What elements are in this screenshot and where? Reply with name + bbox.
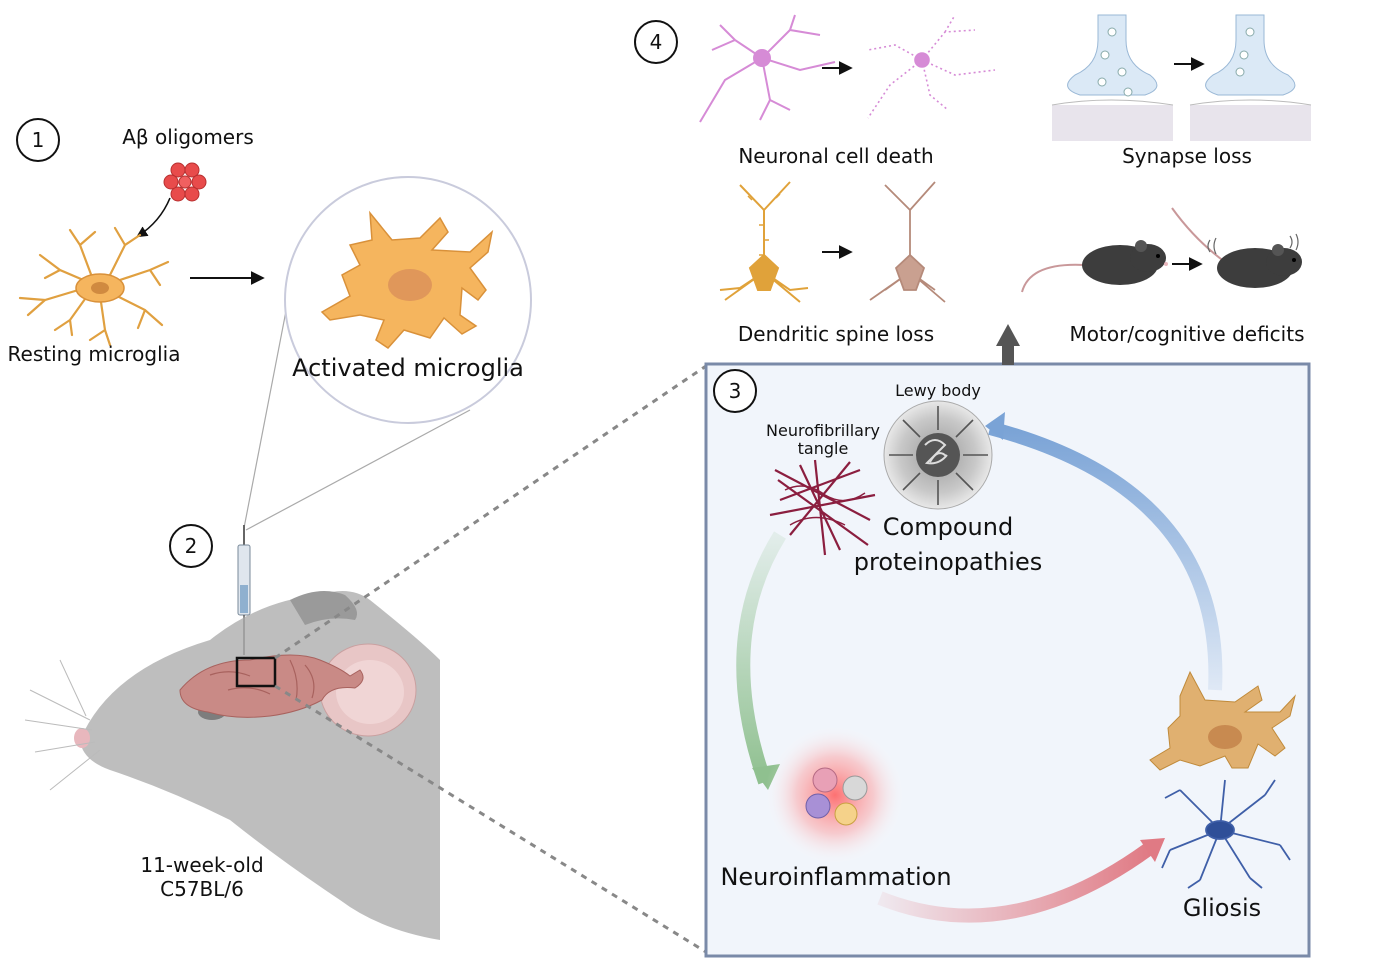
healthy-neuron-icon bbox=[699, 14, 836, 123]
step-4-badge: 4 bbox=[634, 20, 678, 64]
neuroinflammation-label: Neuroinflammation bbox=[720, 863, 951, 891]
mouse-head-illustration bbox=[24, 591, 440, 940]
lewy-body-label: Lewy body bbox=[895, 381, 981, 400]
mouse-age-label: 11-week-old bbox=[140, 853, 263, 877]
gliosis-label: Gliosis bbox=[1183, 894, 1261, 922]
resting-microglia-label: Resting microglia bbox=[8, 342, 181, 366]
gliosis-to-proteinopathy-arrow bbox=[988, 421, 1223, 691]
healthy-mouse-icon bbox=[1021, 240, 1168, 293]
healthy-synapse-icon bbox=[1051, 14, 1174, 141]
svg-text:3: 3 bbox=[729, 379, 742, 403]
blue-arrowhead bbox=[985, 412, 1005, 440]
impaired-mouse-icon bbox=[1171, 207, 1302, 288]
compound-label-line2: proteinopathies bbox=[854, 548, 1043, 576]
lewy-body-icon bbox=[883, 400, 993, 510]
zoom-line-top bbox=[274, 364, 707, 660]
abeta-to-microglia-arrow bbox=[136, 197, 171, 238]
astrocyte-icon bbox=[1161, 779, 1291, 889]
dying-neuron-icon bbox=[867, 14, 996, 119]
neuronal-death-label: Neuronal cell death bbox=[738, 144, 933, 168]
compound-label-line1: Compound bbox=[883, 513, 1013, 541]
resting-microglia-icon bbox=[18, 226, 170, 347]
nft-label-line2: tangle bbox=[798, 439, 849, 458]
step-2-badge: 2 bbox=[169, 524, 213, 568]
lost-synapse-icon bbox=[1189, 14, 1312, 141]
gliosis-microglia-icon bbox=[1149, 670, 1296, 771]
proteinopathy-to-inflammation-arrow bbox=[736, 531, 786, 785]
inflammation-to-gliosis-arrow bbox=[877, 842, 1155, 923]
red-arrowhead bbox=[1140, 838, 1165, 862]
spine-loss-label: Dendritic spine loss bbox=[738, 322, 934, 346]
zoom-line-bottom bbox=[274, 684, 707, 954]
brain-region-box bbox=[235, 656, 277, 688]
neurofibrillary-tangle-icon bbox=[769, 459, 876, 556]
svg-text:2: 2 bbox=[185, 534, 198, 558]
abeta-oligomer-icon bbox=[163, 162, 207, 202]
mouse-strain-label: C57BL/6 bbox=[160, 877, 244, 901]
svg-text:4: 4 bbox=[650, 30, 663, 54]
step-3-badge: 3 bbox=[713, 369, 757, 413]
nft-label-line1: Neurofibrillary bbox=[766, 421, 880, 440]
motor-deficits-label: Motor/cognitive deficits bbox=[1070, 322, 1305, 346]
step-1-badge: 1 bbox=[16, 118, 60, 162]
abeta-label: Aβ oligomers bbox=[122, 125, 254, 149]
synapse-loss-label: Synapse loss bbox=[1122, 144, 1252, 168]
svg-text:1: 1 bbox=[32, 128, 45, 152]
spineless-neuron-icon bbox=[869, 181, 946, 303]
activated-microglia-label: Activated microglia bbox=[292, 354, 524, 382]
neuroinflammation-icon bbox=[765, 725, 905, 865]
activated-microglia-nucleus bbox=[388, 269, 432, 301]
panel-to-outcomes-arrow bbox=[996, 324, 1020, 365]
resting-microglia-nucleus bbox=[91, 282, 109, 294]
activated-microglia-zoom: Activated microglia bbox=[243, 176, 532, 531]
spiny-neuron-icon bbox=[719, 181, 809, 303]
